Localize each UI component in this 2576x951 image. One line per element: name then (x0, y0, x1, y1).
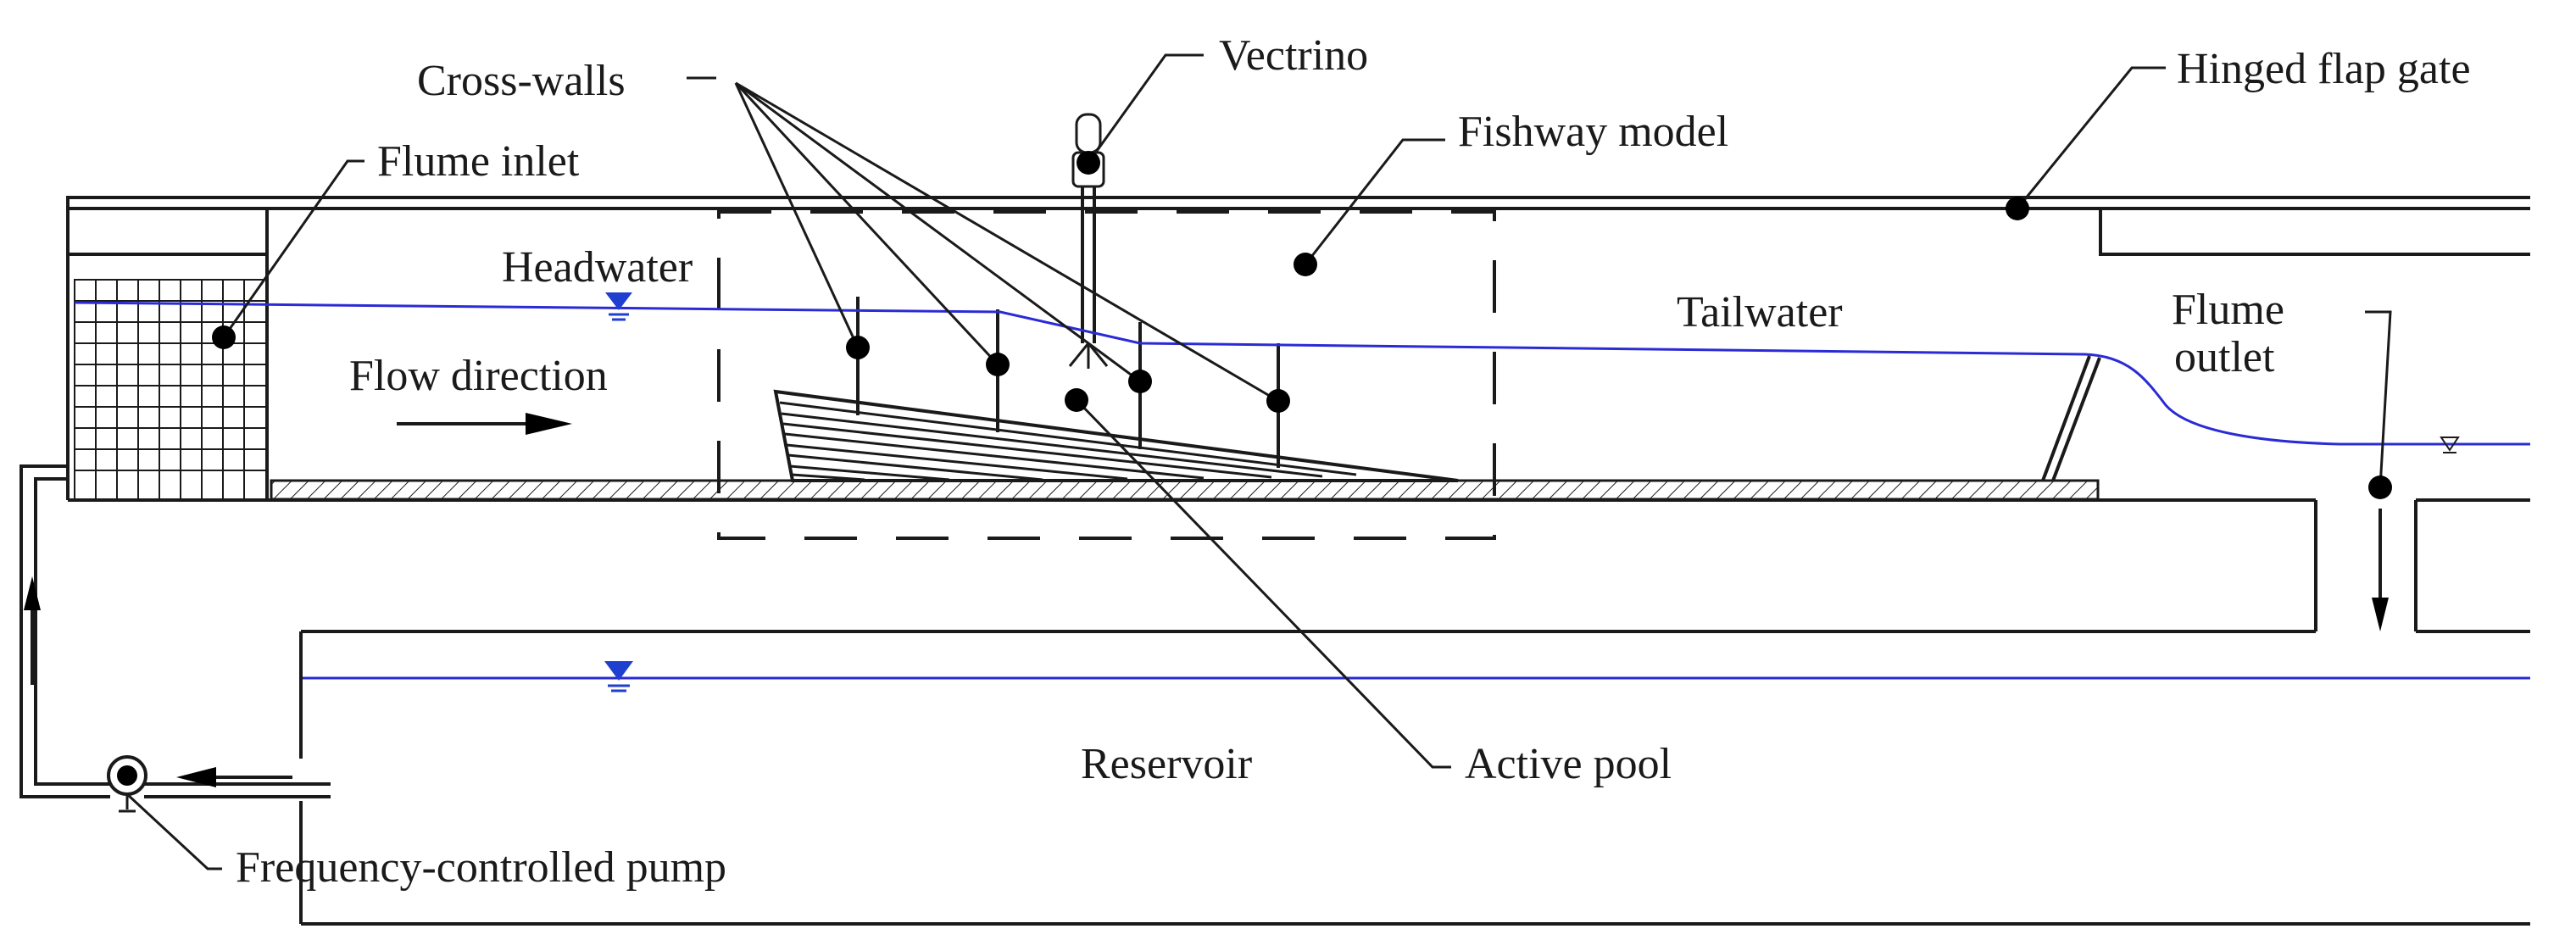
flap-gate-dot (2006, 197, 2029, 220)
active-pool-dot (1065, 388, 1088, 412)
label-flume-outlet-line2: outlet (2174, 333, 2275, 381)
label-headwater: Headwater (502, 243, 693, 292)
fishway-model-dot (1294, 253, 1317, 276)
cross-wall-3-dot (1128, 370, 1152, 393)
flume-outlet-dot (2368, 475, 2392, 499)
return-pipe (19, 464, 331, 798)
vectrino-dot (1077, 151, 1100, 175)
label-flume-outlet-line1: Flume (2172, 286, 2284, 334)
cross-wall-4-dot (1266, 389, 1290, 413)
leader-dots (212, 151, 2392, 499)
pump-icon (107, 755, 147, 813)
label-pump: Frequency-controlled pump (236, 843, 726, 892)
cross-wall-1-dot (846, 336, 870, 359)
headwater-surface (74, 301, 2530, 446)
flap-gate (2041, 355, 2101, 481)
leader-lines (125, 53, 2392, 870)
fishway-model-box (717, 210, 1496, 540)
fishway-ramp (773, 389, 1459, 482)
label-active-pool: Active pool (1465, 740, 1672, 788)
return-flow-arrow (176, 767, 292, 787)
outlet-down-arrow (2372, 509, 2389, 631)
vectrino-probe (1068, 113, 1109, 369)
label-cross-walls: Cross-walls (417, 57, 626, 105)
tailwater-level-marker (2440, 437, 2460, 453)
label-tailwater: Tailwater (1677, 288, 1843, 336)
reservoir-level-marker (604, 661, 633, 692)
label-flume-inlet: Flume inlet (377, 137, 580, 186)
label-flow-direction: Flow direction (349, 352, 608, 400)
reservoir-structure (299, 630, 2530, 926)
label-fishway-model: Fishway model (1458, 108, 1728, 156)
labels: Cross-walls Vectrino Hinged flap gate Fl… (236, 31, 2471, 892)
flume-floor (270, 479, 2100, 501)
label-vectrino: Vectrino (1219, 31, 1368, 80)
flume-inlet-dot (212, 325, 236, 349)
pipe-up-arrow (24, 576, 41, 685)
flow-direction-arrow (397, 413, 572, 435)
cross-wall-2-dot (986, 353, 1010, 376)
downstream-recess (2099, 209, 2530, 256)
inlet-box-top (68, 209, 269, 256)
label-hinged-flap-gate: Hinged flap gate (2177, 45, 2471, 93)
label-reservoir: Reservoir (1081, 740, 1252, 788)
inlet-grid (74, 279, 268, 501)
headwater-level-marker (605, 292, 632, 321)
